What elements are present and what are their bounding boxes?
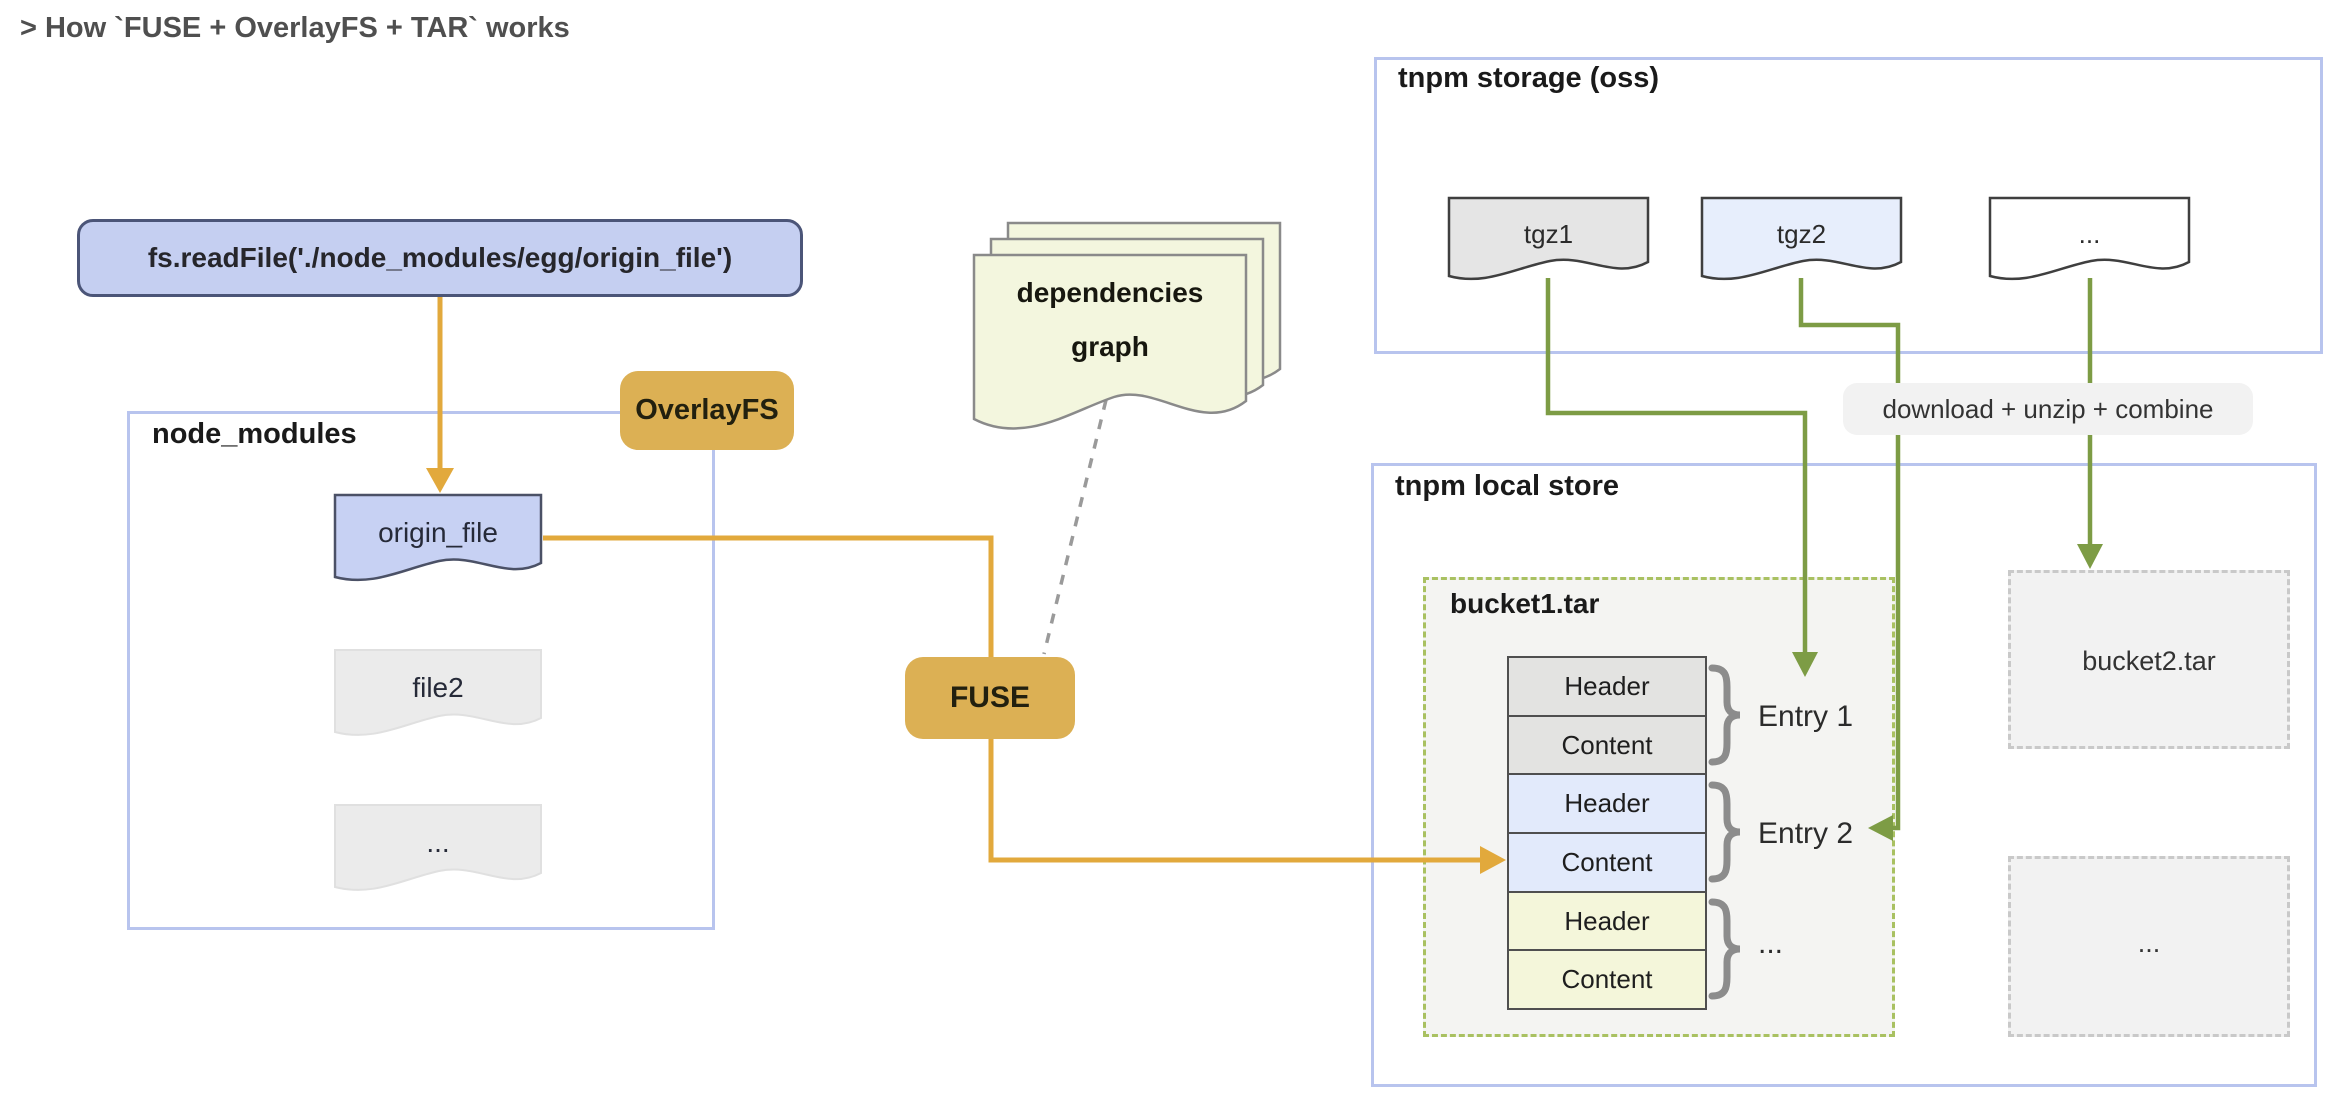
table-row-header3: Header [1509,890,1705,950]
tgz1-label: tgz1 [1523,218,1574,249]
more-bucket-label: ... [2137,928,2161,958]
tnpm-local-store-title: tnpm local store [1395,470,1619,502]
entry1-label: Entry 1 [1758,700,1854,733]
table-row-content3: Content [1509,949,1705,1009]
bucket1-tar-title: bucket1.tar [1450,588,1600,619]
table-row-header2: Header [1509,773,1705,833]
bucket2-tar-label: bucket2.tar [2082,646,2216,676]
table-row-content1: Content [1509,714,1705,774]
entry3-label: ... [1758,927,1784,960]
origin-file-label: origin_file [378,517,498,548]
storage-more-doc: ... [1988,196,2191,288]
readfile-code-box: fs.readFile('./node_modules/egg/origin_f… [77,219,803,297]
bucket2-tar-box [2008,570,2290,749]
tgz1-doc: tgz1 [1447,196,1650,288]
more-bucket-box [2008,856,2290,1037]
dependencies-graph-line1: dependencies [1016,277,1204,308]
fuse-badge: FUSE [905,657,1075,739]
readfile-code-label: fs.readFile('./node_modules/egg/origin_f… [147,242,733,273]
overlayfs-badge: OverlayFS [620,371,794,450]
file2-label: file2 [412,672,464,703]
download-unzip-combine-pill: download + unzip + combine [1843,383,2253,435]
node-modules-more-label: ... [426,827,450,858]
download-unzip-combine-label: download + unzip + combine [1882,393,2214,424]
origin-file-doc: origin_file [333,493,543,589]
fuse-label: FUSE [949,681,1030,714]
tgz2-doc: tgz2 [1700,196,1903,288]
page-title: > How `FUSE + OverlayFS + TAR` works [20,12,570,44]
dependencies-graph-line2: graph [1071,331,1149,362]
table-row-content2: Content [1509,832,1705,891]
node-modules-more-doc: ... [333,803,543,899]
entry2-label: Entry 2 [1758,817,1854,850]
node-modules-title: node_modules [152,418,357,450]
file2-doc: file2 [333,648,543,744]
storage-more-label: ... [2078,218,2101,249]
tnpm-storage-title: tnpm storage (oss) [1398,62,1660,94]
table-row-header1: Header [1509,658,1705,715]
overlayfs-label: OverlayFS [635,394,779,426]
dependencies-graph-doc: dependencies graph [972,253,1248,449]
tgz2-label: tgz2 [1776,218,1827,249]
bucket1-entry-table: Header Content Header Content Header Con… [1507,656,1707,1010]
